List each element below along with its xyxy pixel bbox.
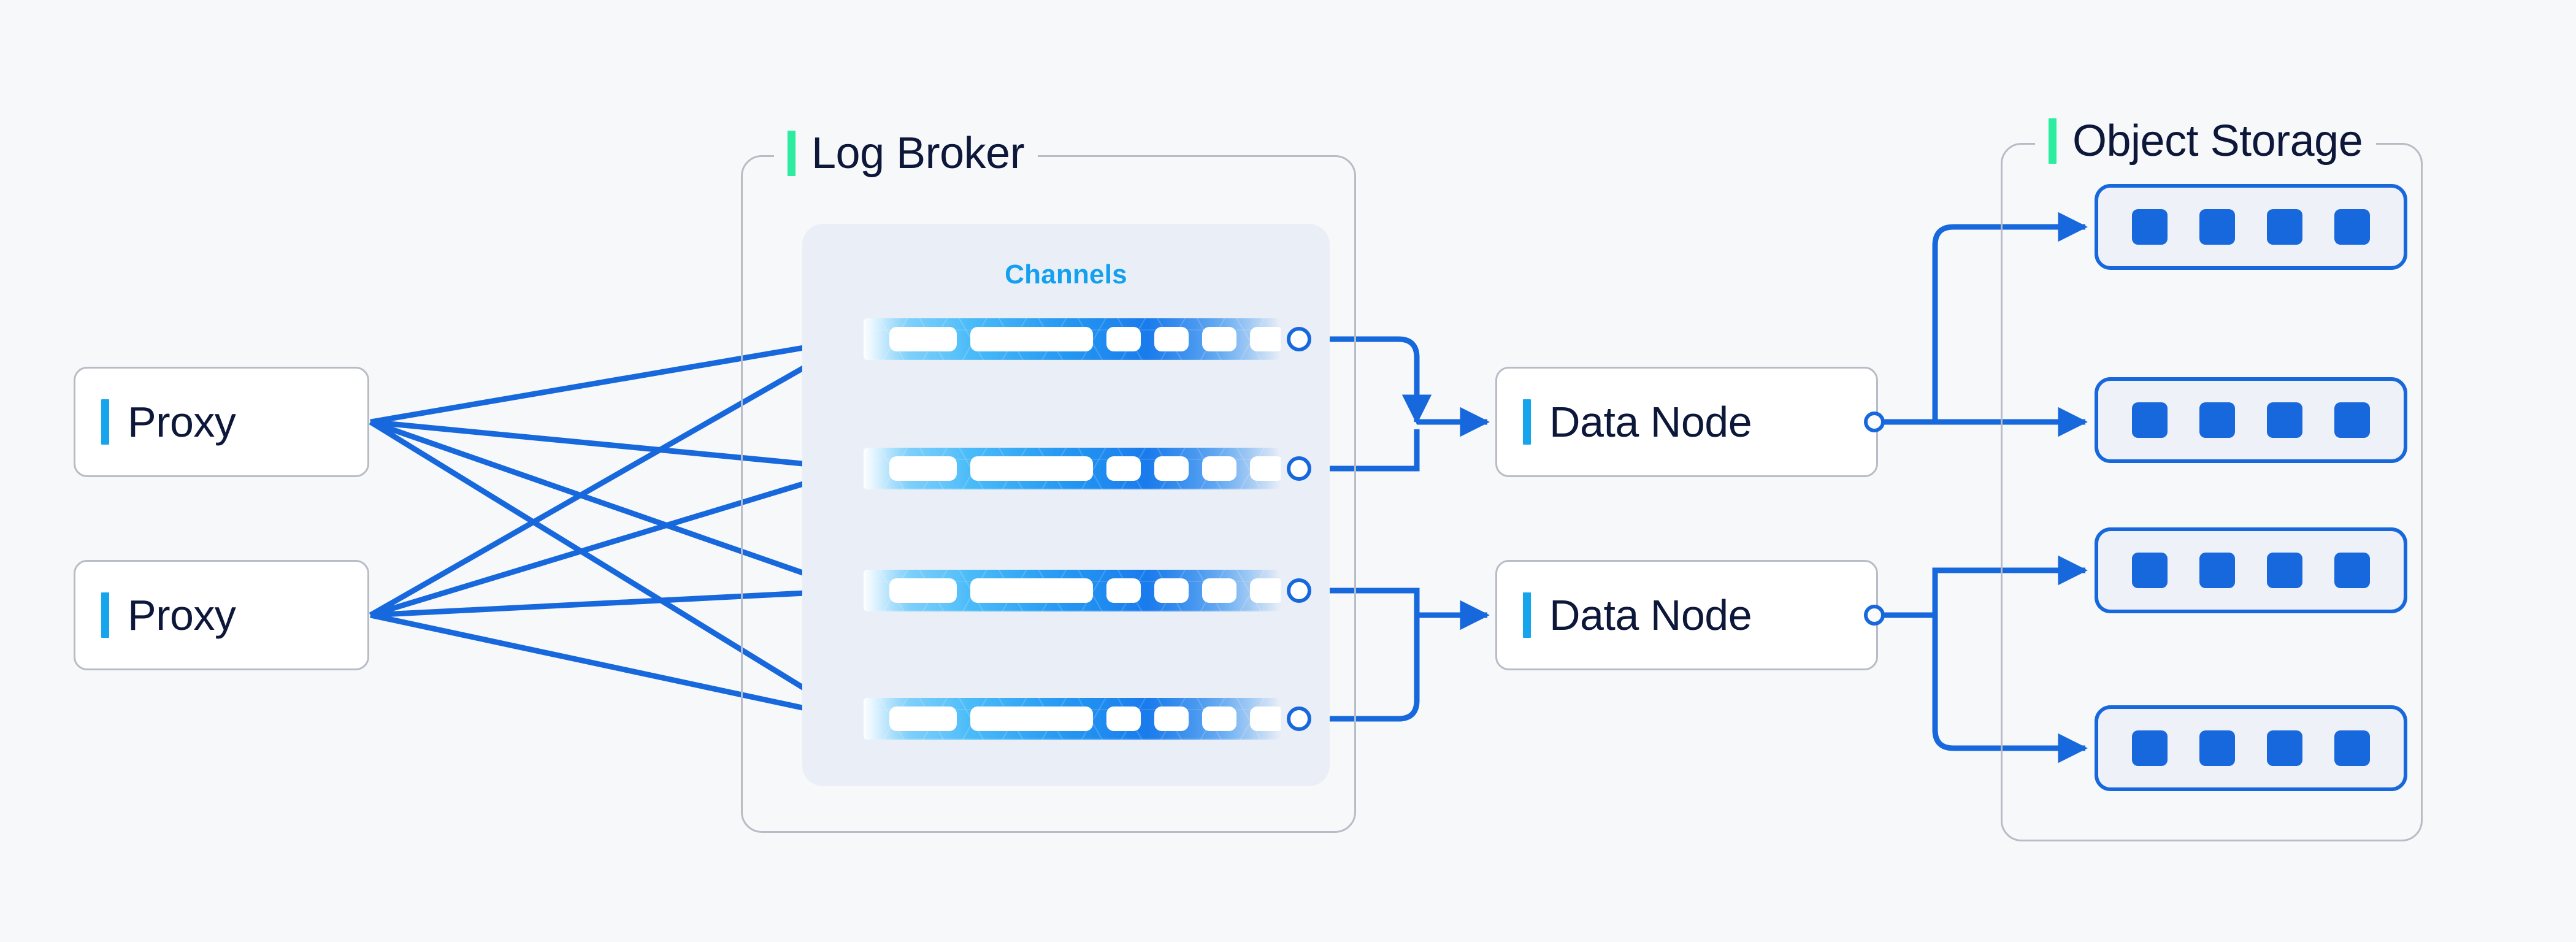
data-node-label: Data Node (1549, 591, 1752, 639)
data-node-2[interactable]: Data Node (1495, 560, 1878, 670)
channel-connector-dot-icon-2 (1287, 456, 1311, 481)
storage-cell (2132, 209, 2168, 245)
storage-cell (2132, 553, 2168, 588)
channel-segment (970, 578, 1093, 603)
channel-segment (1154, 456, 1189, 481)
channel-segment (1250, 578, 1281, 603)
channel-segment (970, 327, 1093, 351)
channel-segment (1106, 706, 1141, 731)
node-connector-dot-icon-2 (1864, 605, 1885, 626)
channel-segment (1106, 456, 1141, 481)
storage-block[interactable] (2095, 705, 2407, 791)
log-broker-title: Log Broker (774, 126, 1038, 181)
storage-cell (2334, 730, 2370, 766)
channel-segment (889, 327, 957, 351)
proxy-node-2[interactable]: Proxy (74, 560, 369, 670)
proxy-label: Proxy (128, 398, 236, 446)
channel-connector-dot-icon-1 (1287, 327, 1311, 351)
storage-cell (2334, 402, 2370, 438)
channel-segment (1250, 327, 1281, 351)
object-storage-title-label: Object Storage (2072, 117, 2363, 166)
data-node-label: Data Node (1549, 398, 1752, 446)
storage-cell (2132, 402, 2168, 438)
channel-bar[interactable] (864, 698, 1281, 740)
storage-cell (2334, 209, 2370, 245)
green-accent-bar-icon (788, 131, 795, 176)
blue-accent-bar-icon (1523, 399, 1531, 445)
channel-connector-dot-icon-3 (1287, 578, 1311, 603)
object-storage-title: Object Storage (2035, 113, 2377, 169)
storage-cell (2199, 730, 2235, 766)
channel-segment (1202, 327, 1236, 351)
storage-cell (2267, 402, 2302, 438)
channel-segment (889, 578, 957, 603)
channel-segment (1154, 578, 1189, 603)
channel-segment (970, 706, 1093, 731)
data-node-1[interactable]: Data Node (1495, 367, 1878, 477)
log-broker-title-label: Log Broker (811, 129, 1025, 178)
channel-segment (970, 456, 1093, 481)
storage-block[interactable] (2095, 527, 2407, 613)
storage-cell (2267, 209, 2302, 245)
channel-segment (1106, 578, 1141, 603)
channel-segment (889, 456, 957, 481)
storage-cell (2267, 553, 2302, 588)
channel-segment (1202, 456, 1236, 481)
blue-accent-bar-icon (1523, 592, 1531, 638)
channel-bar[interactable] (864, 570, 1281, 611)
storage-cell (2199, 553, 2235, 588)
channel-segment (1154, 327, 1189, 351)
channel-segment (1250, 456, 1281, 481)
channel-bar[interactable] (864, 448, 1281, 489)
storage-cell (2132, 730, 2168, 766)
channel-connector-dot-icon-4 (1287, 706, 1311, 731)
storage-cell (2199, 402, 2235, 438)
storage-cell (2267, 730, 2302, 766)
channel-segment (1202, 706, 1236, 731)
channel-segment (1154, 706, 1189, 731)
blue-accent-bar-icon (101, 399, 109, 445)
proxy-node-1[interactable]: Proxy (74, 367, 369, 477)
storage-block[interactable] (2095, 377, 2407, 463)
channel-bar[interactable] (864, 318, 1281, 360)
channel-segment (1106, 327, 1141, 351)
storage-block[interactable] (2095, 184, 2407, 270)
node-connector-dot-icon-1 (1864, 412, 1885, 432)
log-broker-group (741, 155, 1356, 833)
storage-cell (2334, 553, 2370, 588)
green-accent-bar-icon (2049, 118, 2057, 164)
channel-segment (1202, 578, 1236, 603)
channel-segment (1250, 706, 1281, 731)
storage-cell (2199, 209, 2235, 245)
channels-panel: Channels (802, 224, 1330, 786)
blue-accent-bar-icon (101, 592, 109, 638)
proxy-label: Proxy (128, 591, 236, 639)
channels-panel-title: Channels (1005, 259, 1127, 289)
channel-segment (889, 706, 957, 731)
